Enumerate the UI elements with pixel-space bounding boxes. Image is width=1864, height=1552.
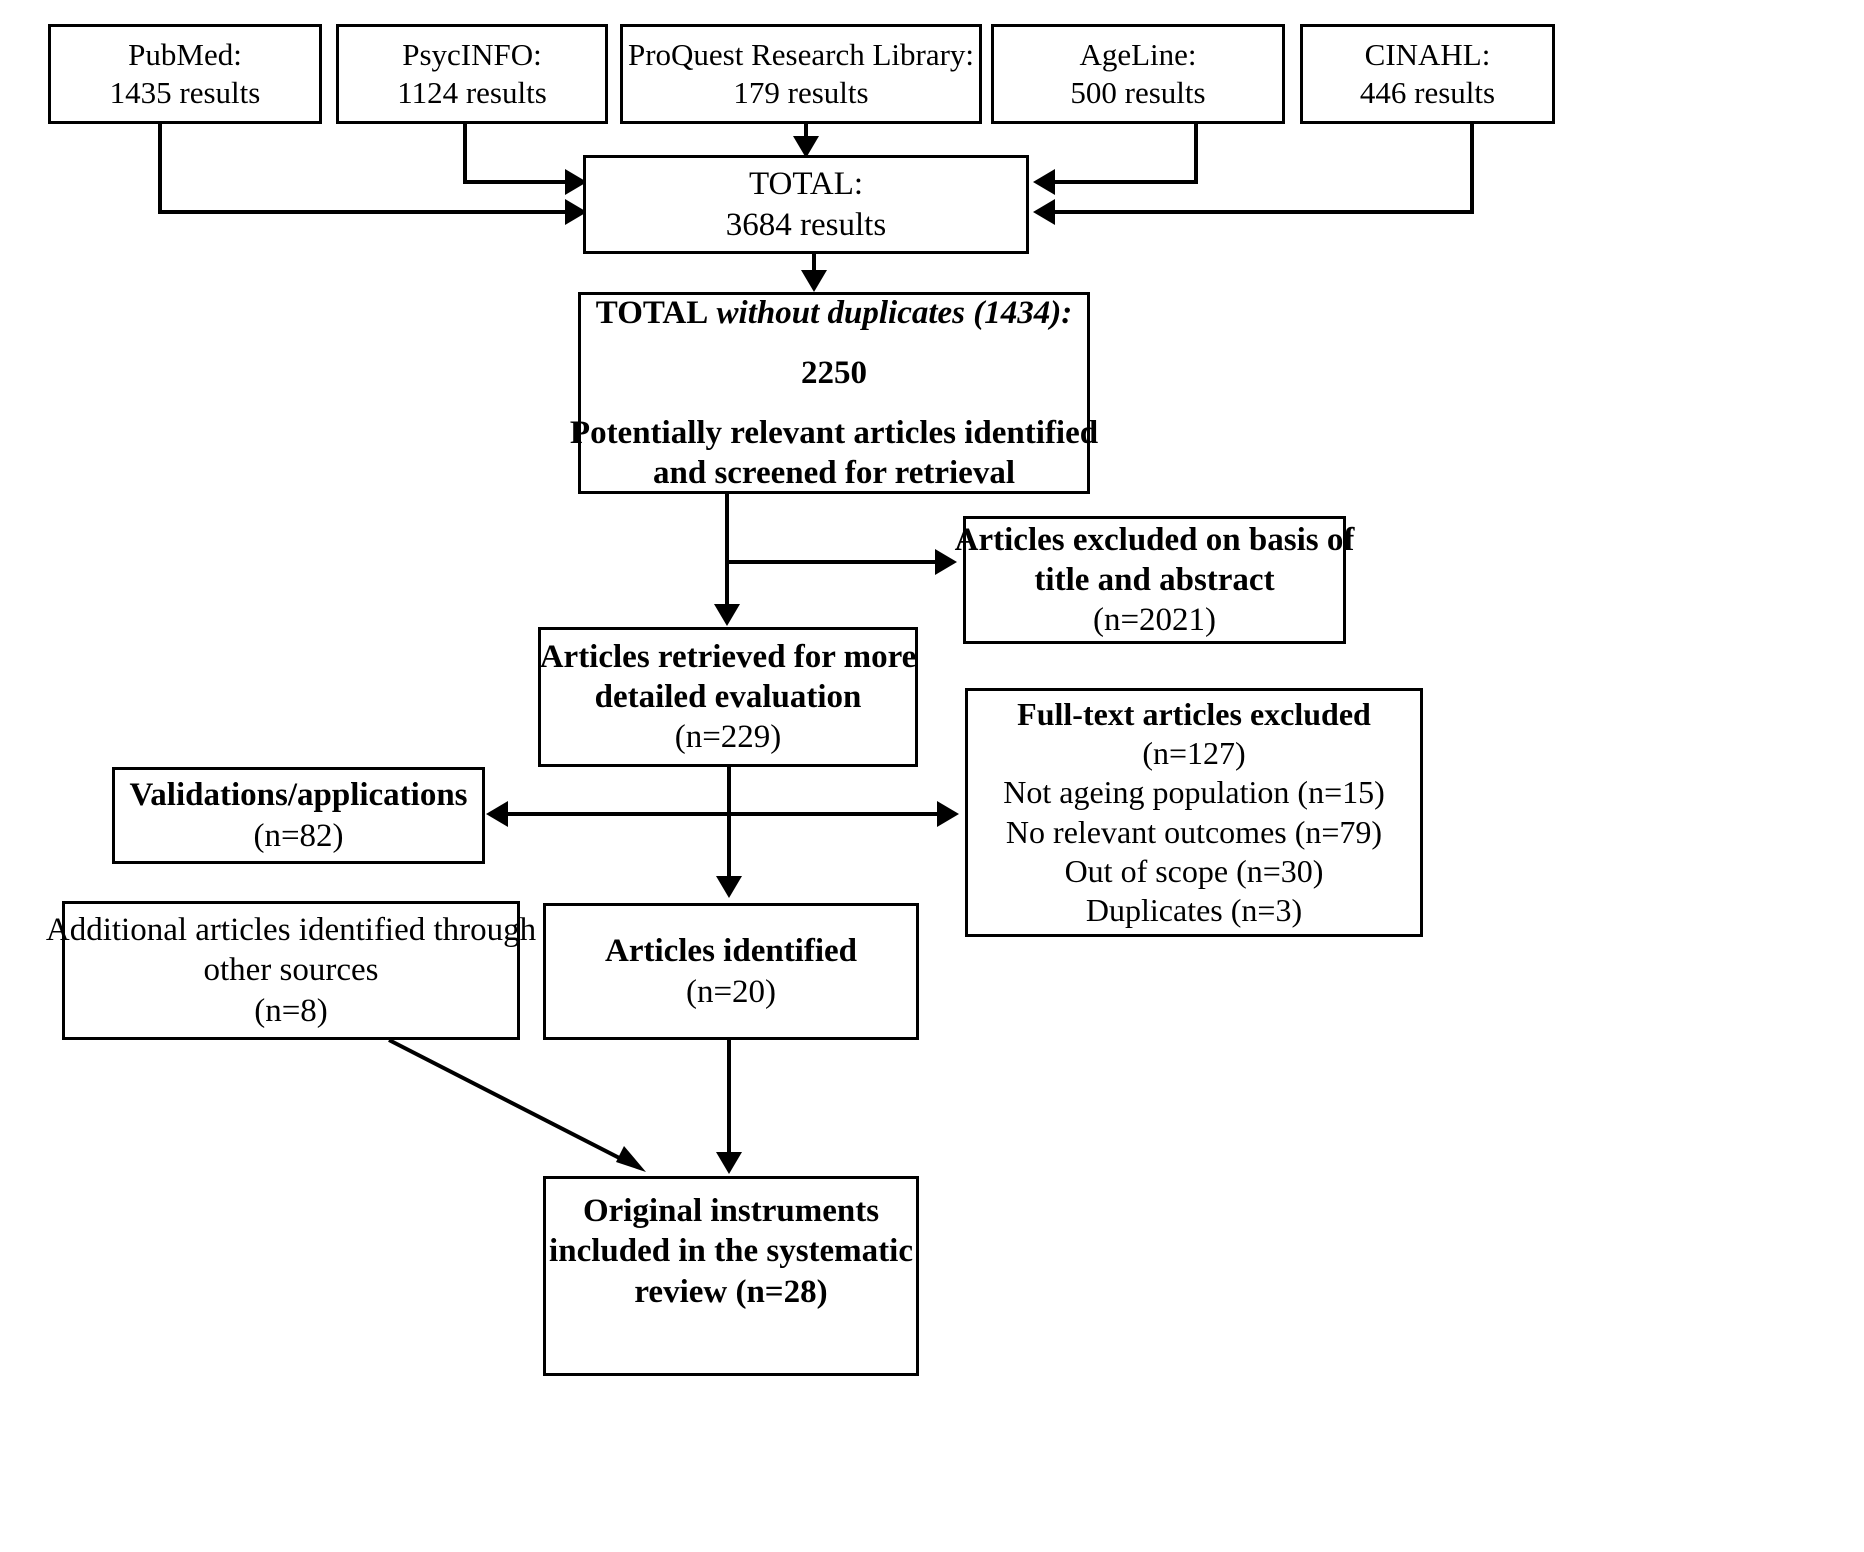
connector-total-to-duplicates xyxy=(812,254,816,274)
source-box-ageline: AgeLine: 500 results xyxy=(991,24,1285,124)
source-box-cinahl: CINAHL: 446 results xyxy=(1300,24,1555,124)
connector-cinahl-horizontal xyxy=(1055,210,1474,214)
total-label: TOTAL: xyxy=(748,166,864,203)
source-name: ProQuest Research Library: xyxy=(627,37,975,73)
source-name: AgeLine: xyxy=(1079,37,1197,73)
duplicates-desc-1: Potentially relevant articles identified xyxy=(569,415,1099,451)
duplicates-prefix: TOTAL xyxy=(595,294,709,331)
connector-cinahl-vertical xyxy=(1470,124,1474,214)
source-results: 179 results xyxy=(733,75,869,110)
arrow-retrieved-to-validations xyxy=(486,801,508,827)
source-results: 446 results xyxy=(1359,75,1496,110)
fulltext-heading: Full-text articles excluded xyxy=(1017,696,1371,733)
arrow-duplicates-to-retrieved xyxy=(714,604,740,626)
total-results: 3684 results xyxy=(725,206,887,243)
connector-retrieved-to-fulltext xyxy=(727,812,940,816)
total-without-duplicates-box: TOTAL without duplicates (1434): 2250 Po… xyxy=(570,292,1098,494)
source-name: CINAHL: xyxy=(1364,37,1491,73)
arrow-duplicates-to-excluded xyxy=(935,549,957,575)
source-results: 500 results xyxy=(1070,75,1206,110)
connector-psycinfo-vertical xyxy=(463,124,467,184)
connector-ageline-vertical xyxy=(1194,124,1198,184)
connector-proquest-vertical xyxy=(804,124,808,142)
articles-identified-box: Articles identified (n=20) xyxy=(543,903,919,1040)
included-instruments-box: Original instruments included in the sys… xyxy=(543,1176,919,1376)
source-name: PsycINFO: xyxy=(402,37,542,73)
validations-box: Validations/applications (n=82) xyxy=(112,767,485,864)
duplicates-heading: TOTAL without duplicates (1434): xyxy=(596,293,1072,333)
connector-psycinfo-horizontal xyxy=(463,180,570,184)
connector-duplicates-to-retrieved xyxy=(725,494,729,606)
source-results: 1124 results xyxy=(397,75,547,110)
included-line-2: included in the systematic xyxy=(549,1233,913,1270)
excluded-title-abstract-box: Articles excluded on basis of title and … xyxy=(955,516,1354,644)
arrow-ageline-to-total xyxy=(1033,169,1055,195)
fulltext-reason: No relevant outcomes (n=79) xyxy=(1005,813,1383,850)
validations-label: Validations/applications xyxy=(129,777,468,814)
additional-count: (n=8) xyxy=(254,992,328,1029)
retrieved-line-2: detailed evaluation xyxy=(594,678,862,715)
identified-count: (n=20) xyxy=(685,973,777,1010)
included-line-3: review (n=28) xyxy=(634,1273,828,1310)
source-box-psycinfo: PsycINFO: 1124 results xyxy=(336,24,608,124)
included-line-1: Original instruments xyxy=(582,1193,880,1229)
arrow-cinahl-to-total xyxy=(1033,199,1055,225)
source-results: 1435 results xyxy=(109,75,261,110)
arrow-proquest-to-total xyxy=(793,136,819,158)
fulltext-count: (n=127) xyxy=(1142,735,1246,772)
fulltext-reason: Not ageing population (n=15) xyxy=(1003,774,1385,811)
source-box-pubmed: PubMed: 1435 results xyxy=(48,24,322,124)
source-name: PubMed: xyxy=(128,37,242,73)
fulltext-excluded-box: Full-text articles excluded (n=127) Not … xyxy=(965,688,1423,937)
identified-label: Articles identified xyxy=(604,933,858,970)
excluded-line-2: title and abstract xyxy=(1034,561,1275,598)
connector-pubmed-horizontal xyxy=(158,210,570,214)
connector-duplicates-to-excluded xyxy=(725,560,938,564)
excluded-count: (n=2021) xyxy=(1092,602,1217,639)
arrow-total-to-duplicates xyxy=(801,270,827,292)
retrieved-line-1: Articles retrieved for more xyxy=(539,638,917,675)
arrow-retrieved-to-identified xyxy=(716,876,742,898)
duplicates-count: 2250 xyxy=(801,354,867,391)
total-box: TOTAL: 3684 results xyxy=(583,155,1029,254)
connector-retrieved-to-validations xyxy=(508,812,729,816)
source-box-proquest: ProQuest Research Library: 179 results xyxy=(620,24,982,124)
additional-line-1: Additional articles identified through xyxy=(45,912,537,949)
retrieved-count: (n=229) xyxy=(674,719,782,756)
arrow-retrieved-to-fulltext xyxy=(937,801,959,827)
arrow-pubmed-to-total xyxy=(565,199,587,225)
additional-line-2: other sources xyxy=(203,952,379,989)
validations-count: (n=82) xyxy=(253,817,344,854)
articles-retrieved-box: Articles retrieved for more detailed eva… xyxy=(538,627,918,767)
arrow-identified-to-included xyxy=(716,1152,742,1174)
fulltext-reason: Duplicates (n=3) xyxy=(1085,891,1303,928)
connector-ageline-horizontal xyxy=(1055,180,1198,184)
connector-identified-to-included xyxy=(727,1040,731,1158)
connector-retrieved-to-identified xyxy=(727,767,731,881)
additional-articles-box: Additional articles identified through o… xyxy=(46,901,536,1040)
duplicates-desc-2: and screened for retrieval xyxy=(652,455,1015,492)
excluded-line-1: Articles excluded on basis of xyxy=(954,521,1355,558)
duplicates-suffix: without duplicates (1434): xyxy=(716,294,1073,331)
fulltext-reason: Out of scope (n=30) xyxy=(1064,852,1324,889)
arrow-psycinfo-to-total xyxy=(565,169,587,195)
connector-pubmed-vertical xyxy=(158,124,162,214)
